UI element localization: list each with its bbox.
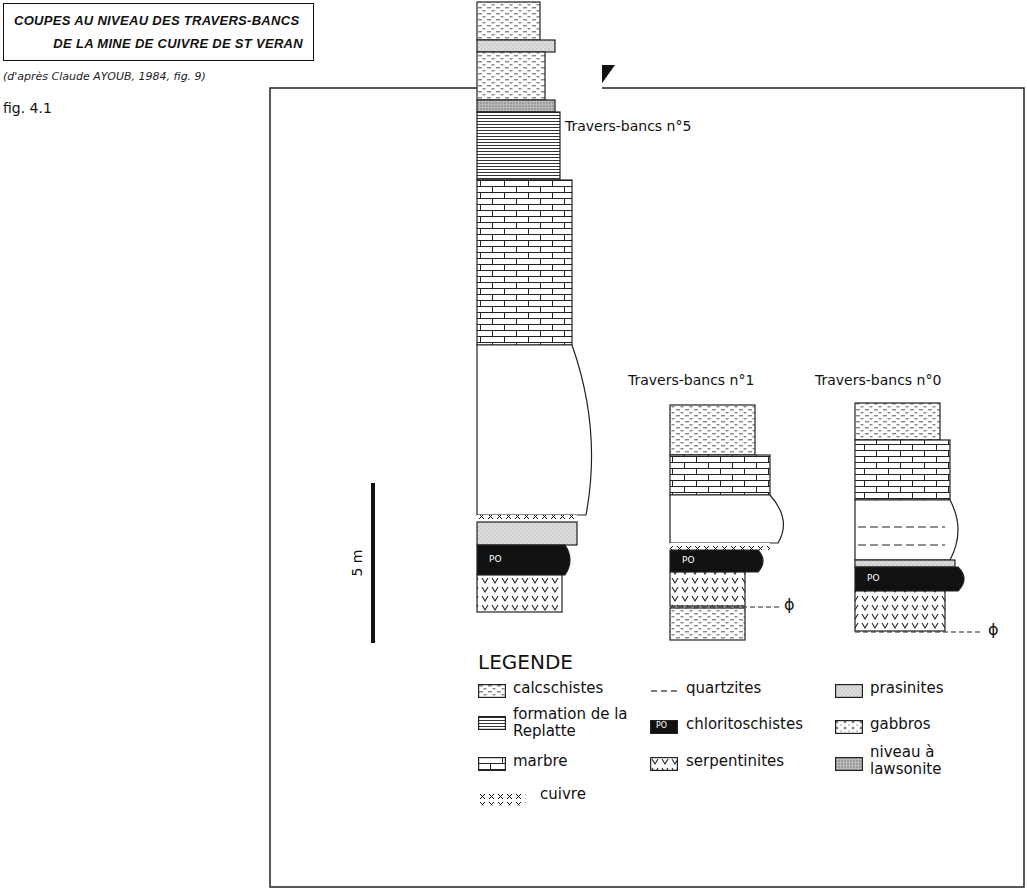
- legend-heading: LEGENDE: [478, 650, 573, 674]
- rock-code: PO: [682, 555, 695, 565]
- legend-text: quartzites: [686, 680, 761, 697]
- legend-text: gabbros: [870, 716, 931, 733]
- legend-text: marbre: [513, 753, 568, 770]
- fault-symbol: ϕ: [784, 595, 795, 614]
- legend-swatch: [478, 716, 506, 730]
- legend-swatch: [478, 792, 526, 806]
- legend-text: calcschistes: [513, 680, 603, 697]
- legend-swatch: [650, 684, 678, 698]
- figure-number: fig. 4.1: [3, 100, 52, 116]
- rock-code: PO: [656, 721, 667, 730]
- column-title: Travers-bancs n°0: [815, 372, 941, 388]
- legend-swatch: [478, 757, 506, 771]
- rock-code: PO: [489, 554, 502, 564]
- legend-text: chloritoschistes: [686, 716, 803, 733]
- legend-swatch: [835, 757, 863, 771]
- legend-text: niveau à lawsonite: [870, 744, 962, 778]
- legend-text: formation de la Replatte: [513, 706, 631, 740]
- legend-swatch: [835, 684, 863, 698]
- scale-label: 5 m: [349, 550, 365, 577]
- column-title: Travers-bancs n°1: [628, 372, 754, 388]
- column-title: Travers-bancs n°5: [565, 118, 691, 134]
- fault-symbol: ϕ: [988, 620, 999, 639]
- title-banner: COUPES AU NIVEAU DES TRAVERS-BANCS DE LA…: [3, 3, 314, 61]
- legend-text: serpentinites: [686, 753, 784, 770]
- title-text: COUPES AU NIVEAU DES TRAVERS-BANCS DE LA…: [14, 9, 303, 55]
- rock-code: PO: [867, 573, 880, 583]
- source-note: (d'après Claude AYOUB, 1984, fig. 9): [3, 70, 206, 83]
- legend-text: prasinites: [870, 680, 943, 697]
- legend-swatch: [835, 720, 863, 734]
- legend-text: cuivre: [540, 786, 586, 803]
- legend-swatch: [650, 757, 678, 771]
- legend-swatch: [478, 684, 506, 698]
